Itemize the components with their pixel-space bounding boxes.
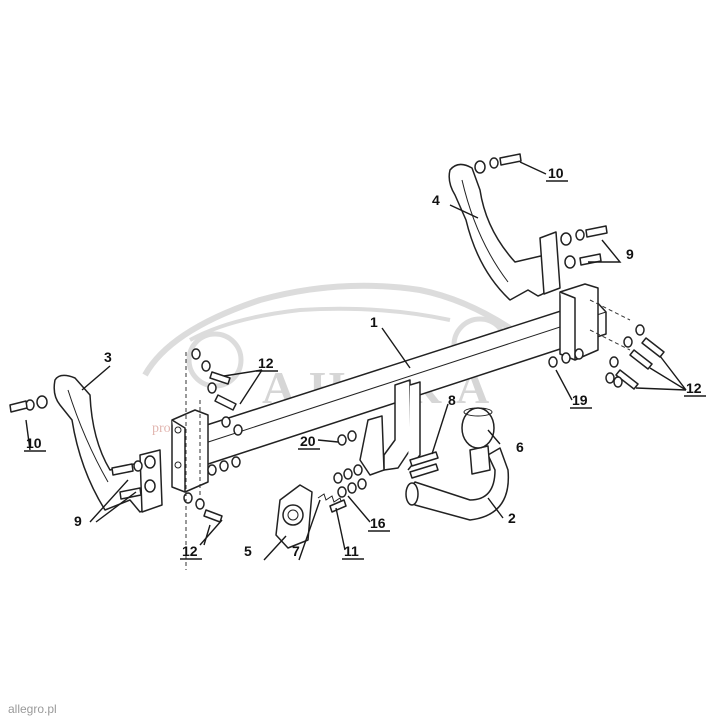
callout-label-2: 2 (508, 510, 516, 526)
callout-label-11: 11 (344, 543, 359, 559)
right-side-bracket (448, 163, 561, 301)
callout-label-12-bottom-left: 12 (182, 543, 198, 559)
tow-ball-neck (405, 445, 510, 521)
left-side-bracket (53, 374, 163, 513)
bolt-set-centre (329, 430, 439, 513)
callout-label-20: 20 (300, 433, 316, 449)
callout-label-12-top-left: 12 (258, 355, 274, 371)
bolt-set-top-right (474, 153, 608, 269)
callout-labels: 1 2 3 4 5 6 7 8 9 9 10 10 11 12 12 12 16… (26, 165, 702, 559)
bolt-set-right-end (548, 324, 665, 390)
callout-leaders (25, 161, 687, 561)
callout-label-12-right: 12 (686, 380, 702, 396)
callout-label-9-left: 9 (74, 513, 82, 529)
callout-label-16: 16 (370, 515, 386, 531)
tow-ball (461, 407, 495, 449)
callout-label-3: 3 (104, 349, 112, 365)
callout-label-1: 1 (370, 314, 378, 330)
spring-part (317, 493, 343, 505)
callout-label-9-right: 9 (626, 246, 634, 262)
callout-label-5: 5 (244, 543, 252, 559)
bolt-set-left (9, 395, 156, 500)
callout-label-6: 6 (516, 439, 524, 455)
footer-watermark: allegro.pl (8, 702, 57, 716)
callout-label-10-right: 10 (548, 165, 564, 181)
socket-plate (275, 484, 313, 549)
callout-label-8: 8 (448, 392, 456, 408)
alignment-lines (185, 299, 631, 570)
callout-label-7: 7 (292, 543, 300, 559)
callout-label-10-left: 10 (26, 435, 42, 451)
main-crossbar (171, 283, 607, 493)
callout-label-4: 4 (432, 192, 440, 208)
callout-label-19: 19 (572, 392, 588, 408)
callout-underlines (24, 180, 706, 560)
